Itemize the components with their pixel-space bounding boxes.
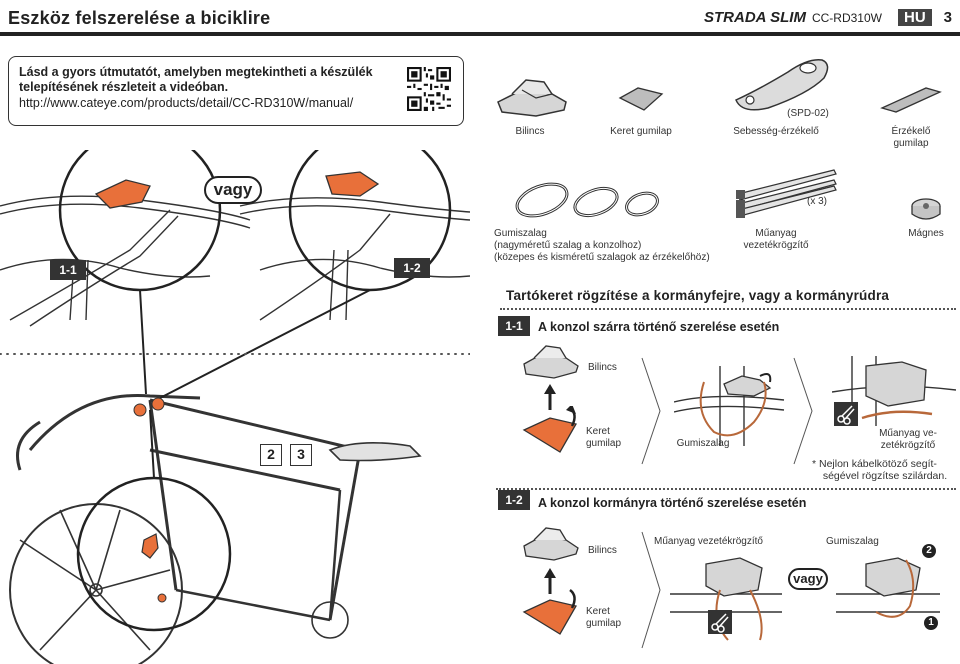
step-marker-1: 1 — [924, 616, 938, 630]
step-1-2-rubber-band-label: Gumiszalag — [826, 536, 879, 547]
step-1-1-pad-label-line1: Keret — [586, 426, 610, 437]
rubber-bands-illustration — [512, 178, 672, 224]
step-1-2-marker: 1-2 — [394, 258, 430, 278]
step-1-1-title: A konzol szárra történő szerelése esetén — [538, 320, 780, 334]
step-1-1-tie-label-line2: zetékrögzítő — [880, 440, 936, 451]
sensor-pad-illustration — [878, 84, 944, 116]
sensor-code-label: (SPD-02) — [787, 108, 829, 119]
or-label-step-1-2: vagy — [788, 568, 828, 590]
step-1-1-pad-label-line2: gumilap — [586, 438, 622, 449]
bracket-pad-label: Keret gumilap — [610, 126, 672, 137]
page-number: 3 — [943, 9, 952, 26]
bracket-label: Bilincs — [515, 126, 545, 137]
rubber-band-label-line2: (nagyméretű szalag a konzolhoz) — [494, 240, 642, 251]
speed-sensor-label: Sebesség-érzékelő — [733, 126, 819, 137]
rubber-band-label-line3: (közepes és kisméretű szalagok az érzéke… — [494, 252, 710, 263]
step-1-1-marker: 1-1 — [50, 260, 86, 280]
rubber-band-label-line1: Gumiszalag — [494, 228, 547, 239]
ties-count-label: (x 3) — [807, 196, 827, 207]
step-1-2-divider — [496, 488, 956, 490]
sensor-pad-label-line1: Érzékelő — [891, 126, 931, 137]
step-1-2-handlebar-band-illustration — [836, 550, 940, 640]
step-1-2-tag: 1-2 — [498, 490, 530, 510]
step-1-1-tag: 1-1 — [498, 316, 530, 336]
step-1-1-bracket-label: Bilincs — [588, 362, 617, 373]
manual-url[interactable]: http://www.cateye.com/products/detail/CC… — [19, 96, 354, 110]
bracket-illustration — [492, 72, 572, 120]
step-1-1-rubber-band-label: Gumiszalag — [676, 438, 730, 449]
callout-2: 2 — [260, 444, 282, 466]
step-1-1-tie-label-line1: Műanyag ve- — [879, 428, 937, 439]
step-1-1-pad-illustration — [520, 406, 586, 458]
nylon-tie-label-line2: vezetékrögzítő — [743, 240, 809, 251]
speed-sensor-illustration — [728, 50, 838, 114]
magnet-illustration — [908, 196, 944, 224]
nylon-ties-illustration — [734, 164, 838, 220]
step-1-2-bracket-illustration — [520, 522, 582, 596]
video-info-box: Lásd a gyors útmutatót, amelyben megteki… — [8, 56, 464, 126]
step-1-1-tie-illustration — [832, 356, 956, 426]
step-1-1-note-line1: * Nejlon kábelkötöző segít- — [812, 458, 937, 470]
language-badge: HU — [897, 9, 932, 26]
or-label-top: vagy — [204, 176, 262, 204]
step-1-2-pad-label-line2: gumilap — [586, 618, 622, 629]
header-bar: Eszköz felszerelése a biciklire STRADA S… — [0, 0, 960, 36]
step-1-1-bracket-illustration — [520, 340, 582, 412]
page-title: Eszköz felszerelése a biciklire — [8, 8, 271, 28]
step-1-1-note-line2: ségével rögzítse szilárdan. — [822, 470, 948, 482]
step-1-2-title: A konzol kormányra történő szerelése ese… — [538, 496, 807, 510]
bracket-pad-illustration — [616, 84, 666, 114]
sensor-pad-label-line2: gumilap — [893, 138, 929, 149]
nylon-tie-label-line1: Műanyag — [755, 228, 797, 239]
qr-code-icon[interactable] — [407, 67, 451, 111]
scissors-icon — [834, 402, 858, 426]
info-text-line2: telepítésének részleteit a videóban. — [19, 80, 229, 94]
step-1-2-bracket-label: Bilincs — [588, 545, 617, 556]
step-1-2-pad-label-line1: Keret — [586, 606, 610, 617]
step-1-2-nylon-tie-label: Műanyag vezetékrögzítő — [654, 536, 763, 547]
model-number: CC-RD310W — [811, 11, 882, 25]
callout-3: 3 — [290, 444, 312, 466]
info-text-line1: Lásd a gyors útmutatót, amelyben megteki… — [19, 65, 373, 79]
magnet-label: Mágnes — [908, 228, 944, 239]
section-title: Tartókeret rögzítése a kormányfejre, vag… — [506, 288, 890, 303]
chevron-right-icon-3 — [641, 531, 661, 649]
step-1-1-stem-mount-illustration — [674, 362, 786, 446]
section-divider — [500, 308, 956, 310]
bike-install-illustration — [0, 150, 470, 664]
step-marker-2: 2 — [922, 544, 936, 558]
chevron-right-icon-2 — [793, 357, 813, 465]
header-product-info: STRADA SLIM CC-RD310W HU 3 — [704, 9, 952, 26]
brand-name: STRADA SLIM — [704, 9, 806, 26]
chevron-right-icon — [641, 357, 661, 465]
scissors-icon-2 — [708, 610, 732, 634]
step-1-2-pad-illustration — [520, 588, 586, 640]
